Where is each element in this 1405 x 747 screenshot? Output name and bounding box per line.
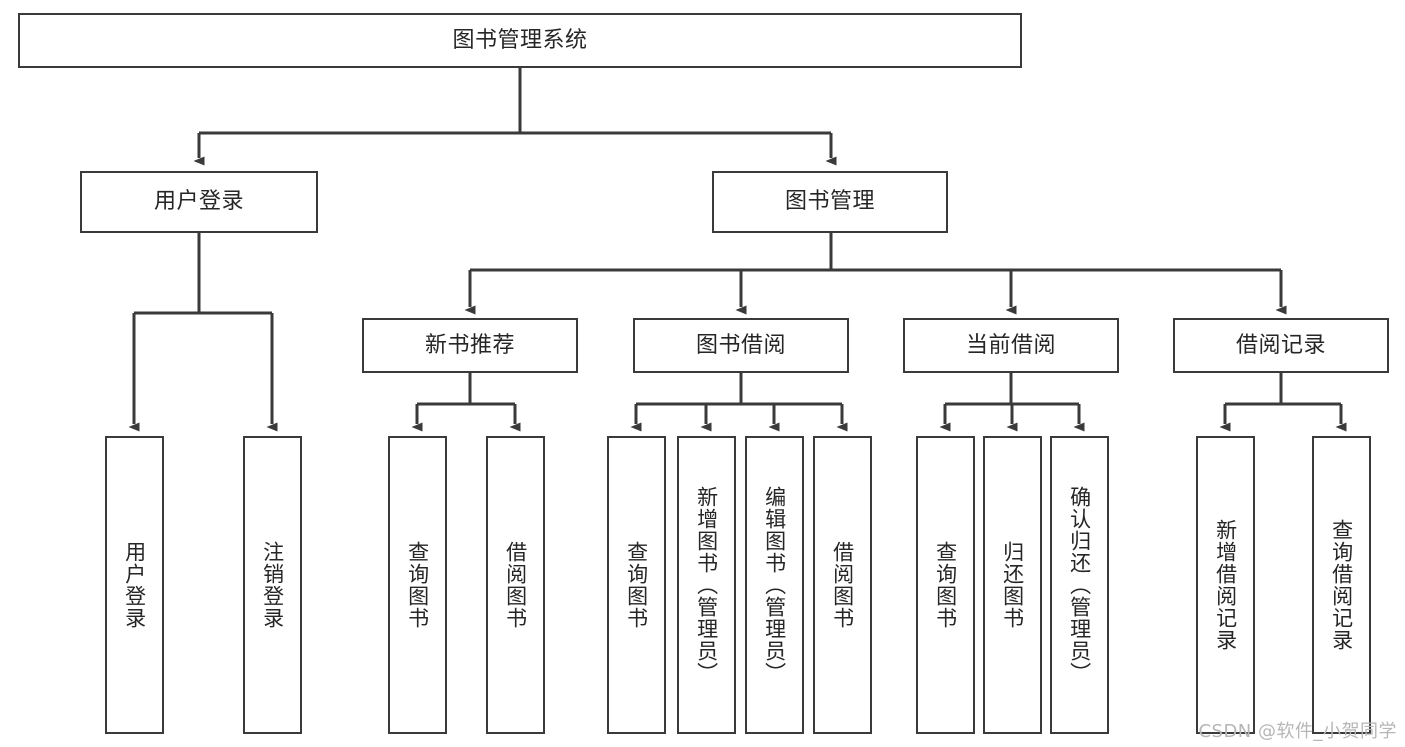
node-user-login-label: 用户登录	[153, 189, 244, 215]
node-book-manage-label: 图书管理	[784, 189, 875, 215]
node-book-borrow[interactable]: 图书借阅	[633, 318, 849, 373]
node-new-book-recommend-label: 新书推荐	[424, 332, 515, 358]
node-book-borrow-label: 图书借阅	[695, 332, 786, 358]
node-bb-query-book[interactable]: 查询图书	[607, 436, 666, 734]
node-br-add-record[interactable]: 新增借阅记录	[1196, 436, 1255, 734]
node-new-book-recommend[interactable]: 新书推荐	[362, 318, 578, 373]
node-cb-confirm-return-admin[interactable]: 确认归还（管理员）	[1050, 436, 1109, 734]
node-bb-borrow-book-label: 借阅图书	[830, 541, 855, 629]
node-root[interactable]: 图书管理系统	[18, 13, 1022, 68]
node-borrow-record[interactable]: 借阅记录	[1173, 318, 1389, 373]
node-user-login-do[interactable]: 用户登录	[105, 436, 164, 734]
node-root-label: 图书管理系统	[452, 27, 588, 53]
node-user-logout-label: 注销登录	[260, 541, 285, 629]
node-cb-return-book[interactable]: 归还图书	[983, 436, 1042, 734]
node-br-add-record-label: 新增借阅记录	[1213, 519, 1238, 651]
node-bb-query-book-label: 查询图书	[624, 541, 649, 629]
node-cb-return-book-label: 归还图书	[1000, 541, 1025, 629]
node-cb-confirm-return-admin-label: 确认归还（管理员）	[1067, 486, 1092, 684]
csdn-watermark: CSDN @软件_小贺同学	[1198, 721, 1397, 742]
node-nbr-query-book[interactable]: 查询图书	[388, 436, 447, 734]
node-cb-query-book-label: 查询图书	[933, 541, 958, 629]
node-bb-add-book-admin[interactable]: 新增图书（管理员）	[677, 436, 736, 734]
node-br-query-record-label: 查询借阅记录	[1329, 519, 1354, 651]
node-user-login-do-label: 用户登录	[122, 541, 147, 629]
node-bb-edit-book-admin-label: 编辑图书（管理员）	[762, 486, 787, 684]
node-current-borrow-label: 当前借阅	[965, 332, 1056, 358]
node-br-query-record[interactable]: 查询借阅记录	[1312, 436, 1371, 734]
node-nbr-borrow-book-label: 借阅图书	[503, 541, 528, 629]
node-cb-query-book[interactable]: 查询图书	[916, 436, 975, 734]
node-current-borrow[interactable]: 当前借阅	[903, 318, 1119, 373]
node-nbr-query-book-label: 查询图书	[405, 541, 430, 629]
node-user-login[interactable]: 用户登录	[80, 171, 318, 233]
node-bb-borrow-book[interactable]: 借阅图书	[813, 436, 872, 734]
node-user-logout[interactable]: 注销登录	[243, 436, 302, 734]
node-bb-add-book-admin-label: 新增图书（管理员）	[694, 486, 719, 684]
node-nbr-borrow-book[interactable]: 借阅图书	[486, 436, 545, 734]
node-book-manage[interactable]: 图书管理	[712, 171, 948, 233]
node-bb-edit-book-admin[interactable]: 编辑图书（管理员）	[745, 436, 804, 734]
node-borrow-record-label: 借阅记录	[1235, 332, 1326, 358]
